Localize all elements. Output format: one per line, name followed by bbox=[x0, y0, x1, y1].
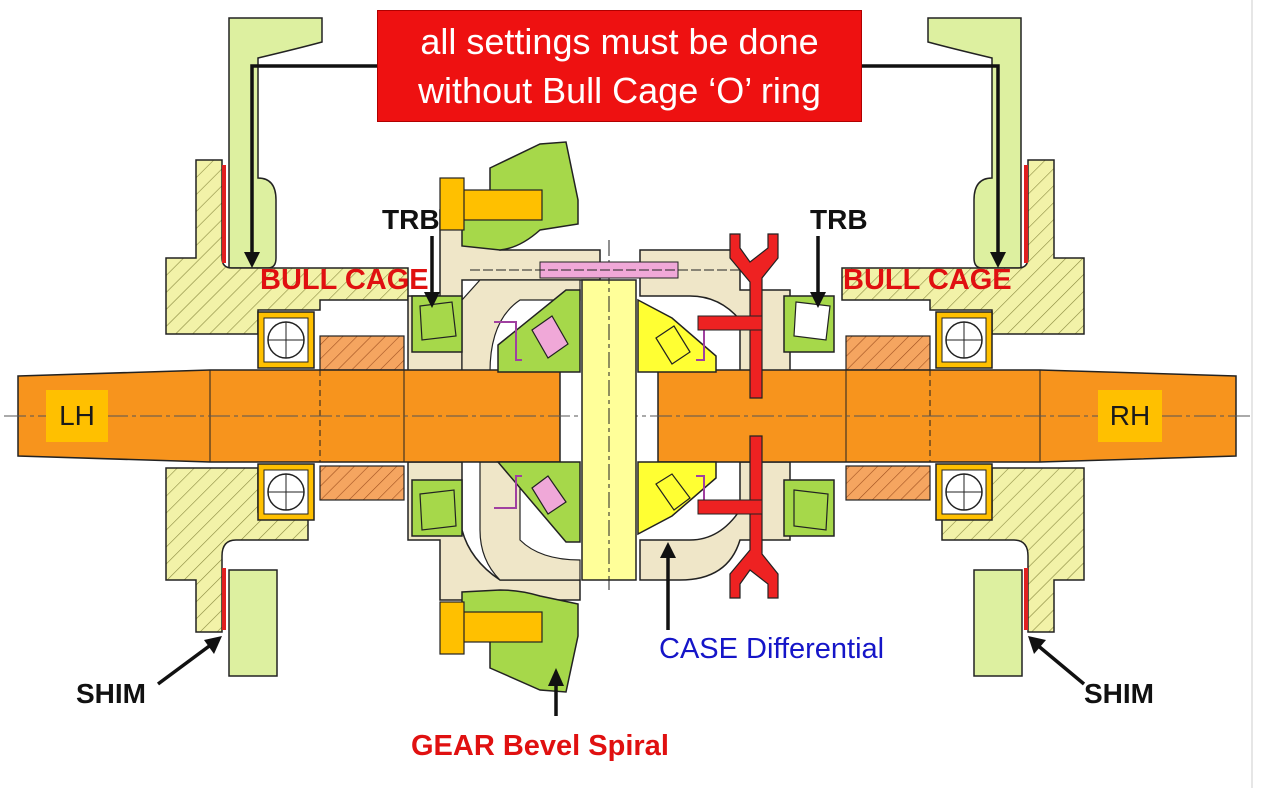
arrowhead-trb-left bbox=[424, 292, 440, 308]
case-differential-label: CASE Differential bbox=[659, 633, 885, 665]
spline-collar-top-right bbox=[845, 335, 931, 371]
trb-bearing-bottom-right bbox=[783, 479, 835, 537]
trb-bearing-top-right bbox=[783, 295, 835, 353]
ball-bearing-bottom-right bbox=[935, 463, 993, 521]
side-gear-bottom-left bbox=[496, 461, 581, 543]
arrowhead-banner-left bbox=[244, 252, 260, 268]
banner-leader-left bbox=[250, 64, 377, 262]
ball-bearing-top-right bbox=[935, 311, 993, 369]
spline-collar-bottom-right bbox=[845, 465, 931, 501]
arrowhead-case bbox=[660, 542, 676, 558]
banner-line-1: all settings must be done bbox=[420, 21, 819, 62]
ball-bearing-bottom-left bbox=[257, 463, 315, 521]
trb-right-label: TRB bbox=[810, 204, 868, 235]
housing-arm-left bbox=[228, 17, 323, 269]
shim-left-label: SHIM bbox=[76, 678, 146, 709]
warning-banner: all settings must be done without Bull C… bbox=[377, 10, 862, 122]
cross-pin bbox=[581, 240, 637, 590]
shim-right-label: SHIM bbox=[1084, 678, 1154, 709]
housing-block-bottom-right bbox=[973, 569, 1023, 677]
trb-bearing-top-left bbox=[411, 295, 463, 353]
spline-collar-bottom-left bbox=[319, 465, 405, 501]
pinion-yellow-top bbox=[655, 325, 691, 365]
thrust-washer-top-left bbox=[494, 321, 522, 361]
spline-collar-top-left bbox=[319, 335, 405, 371]
shaft-lh-label: LH bbox=[46, 390, 108, 442]
arrowhead-trb-right bbox=[810, 292, 826, 308]
arrowhead-shim-left bbox=[204, 636, 222, 654]
arrowhead-gear bbox=[548, 668, 564, 686]
gear-bevel-spiral-label: GEAR Bevel Spiral bbox=[411, 730, 669, 762]
shim-top-right bbox=[1024, 165, 1028, 263]
red-yoke bbox=[697, 233, 779, 599]
housing-arm-right bbox=[927, 17, 1022, 269]
shim-right-leader bbox=[1034, 642, 1086, 686]
shaft-rh-label: RH bbox=[1098, 390, 1162, 442]
housing-block-bottom-left bbox=[228, 569, 278, 677]
pinion-pink-top bbox=[531, 315, 569, 359]
shim-top-left bbox=[222, 165, 226, 263]
trb-bearing-bottom-left bbox=[411, 479, 463, 537]
shim-left-leader bbox=[156, 642, 214, 686]
banner-line-2: without Bull Cage ‘O’ ring bbox=[418, 70, 821, 111]
crown-gear-bottom bbox=[439, 589, 579, 693]
shim-bottom-left bbox=[222, 568, 226, 630]
banner-leader-right bbox=[862, 64, 1000, 262]
thrust-washer-bottom-left bbox=[494, 475, 522, 509]
bull-cage-right-label: BULL CAGE bbox=[843, 264, 1012, 296]
trb-left-label: TRB bbox=[382, 204, 440, 235]
shim-bottom-right bbox=[1024, 568, 1028, 630]
ball-bearing-top-left bbox=[257, 311, 315, 369]
arrowhead-banner-right bbox=[990, 252, 1006, 268]
bull-cage-left-label: BULL CAGE bbox=[260, 264, 429, 296]
pinion-pink-bottom bbox=[531, 475, 567, 515]
crown-gear-top bbox=[439, 141, 579, 251]
arrowhead-shim-right bbox=[1028, 636, 1046, 654]
pinion-yellow-bottom bbox=[655, 473, 691, 511]
